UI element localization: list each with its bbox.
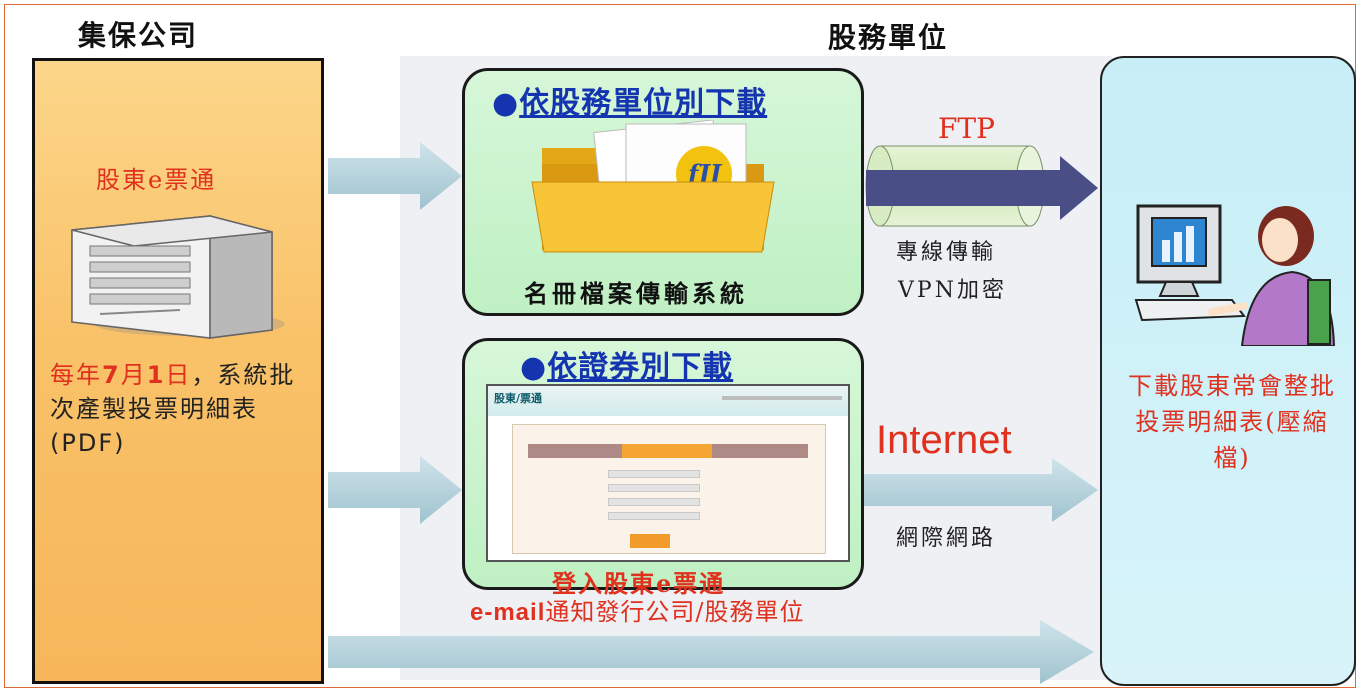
- internet-label: Internet: [876, 418, 1012, 462]
- eballot-login-caption: 登入股東e票通: [552, 569, 726, 598]
- service-unit-heading: 股務單位: [828, 21, 949, 54]
- screenshot-login-button: [630, 534, 670, 548]
- email-prefix: e-mail: [470, 599, 546, 626]
- eballot-subtitle: 股東e票通: [96, 166, 217, 194]
- screenshot-field: [608, 470, 700, 478]
- web-box-title-text: 依證券別下載: [547, 350, 734, 385]
- email-rest: 通知發行公司/股務單位: [545, 598, 805, 626]
- server-icon: [71, 215, 285, 339]
- desc-month-unit: 月: [120, 361, 147, 389]
- desc-rest: ，系統批次產製投票明細表(PDF): [50, 361, 296, 457]
- ftp-arrow: [866, 156, 1098, 220]
- batch-description: 每年7月1日，系統批次產製投票明細表(PDF): [50, 358, 318, 460]
- desc-year: 每年: [50, 361, 102, 389]
- service-unit-panel: [1100, 56, 1356, 686]
- screenshot-field: [608, 498, 700, 506]
- internet-arrow: [862, 458, 1098, 522]
- desc-day-num: 1: [146, 361, 166, 389]
- depository-panel: [32, 58, 324, 684]
- user-computer-icon: [1134, 204, 1336, 346]
- screenshot-logo: 股東/票通: [494, 392, 543, 405]
- login-page-screenshot: 股東/票通: [486, 384, 850, 562]
- desc-day-unit: 日: [165, 361, 192, 389]
- email-notice-label: e-mail通知發行公司/股務單位: [470, 592, 804, 627]
- email-arrow: [328, 620, 1094, 684]
- screenshot-field: [608, 484, 700, 492]
- folder-icon: ƒJJ: [531, 120, 775, 253]
- desc-month-num: 7: [102, 361, 121, 389]
- network-label: 網際網路: [896, 526, 997, 551]
- transfer-system-caption: 名冊檔案傳輸系統: [524, 279, 748, 308]
- screenshot-header: 股東/票通: [488, 386, 848, 416]
- bullet-icon: ●: [492, 86, 520, 121]
- web-box-title: ●依證券別下載: [520, 342, 733, 386]
- vpn-label: VPN加密: [898, 278, 1007, 303]
- ftp-label: FTP: [938, 112, 995, 145]
- ftp-box-title: ●依股務單位別下載: [492, 78, 767, 122]
- leased-line-label: 專線傳輸: [896, 240, 997, 265]
- screenshot-field: [608, 512, 700, 520]
- screenshot-active-tab: [622, 444, 712, 458]
- ftp-box-title-text: 依股務單位別下載: [519, 86, 768, 121]
- bullet-icon: ●: [520, 350, 548, 385]
- arrow-to-web-box: [328, 456, 462, 524]
- screenshot-nav: [722, 396, 842, 400]
- download-zip-description: 下載股東常會整批投票明細表(壓縮檔): [1128, 372, 1336, 472]
- depository-heading: 集保公司: [78, 19, 199, 52]
- arrow-to-ftp-box: [328, 142, 462, 210]
